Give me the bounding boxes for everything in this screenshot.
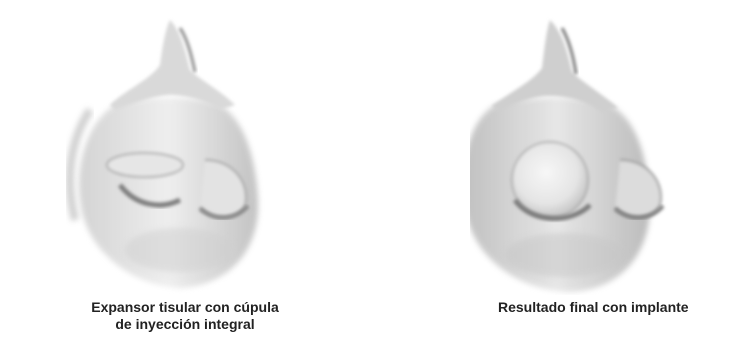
figure-implant: Resultado final con implante bbox=[370, 0, 731, 345]
torso-implant-illustration bbox=[470, 10, 731, 295]
caption-line-1: Expansor tisular con cúpula bbox=[40, 299, 330, 316]
abdomen-shade bbox=[505, 233, 625, 277]
caption-implant: Resultado final con implante bbox=[498, 299, 689, 316]
expander-outline bbox=[107, 153, 183, 177]
caption-line-1: Resultado final con implante bbox=[498, 299, 689, 316]
neck-shoulder bbox=[110, 20, 235, 110]
right-breast bbox=[615, 160, 661, 217]
figure-expander: Expansor tisular con cúpula de inyección… bbox=[0, 0, 370, 345]
torso-expander-illustration bbox=[20, 10, 320, 295]
abdomen-shade bbox=[125, 228, 235, 272]
caption-line-2: de inyección integral bbox=[40, 316, 330, 333]
caption-expander: Expansor tisular con cúpula de inyección… bbox=[40, 299, 330, 333]
